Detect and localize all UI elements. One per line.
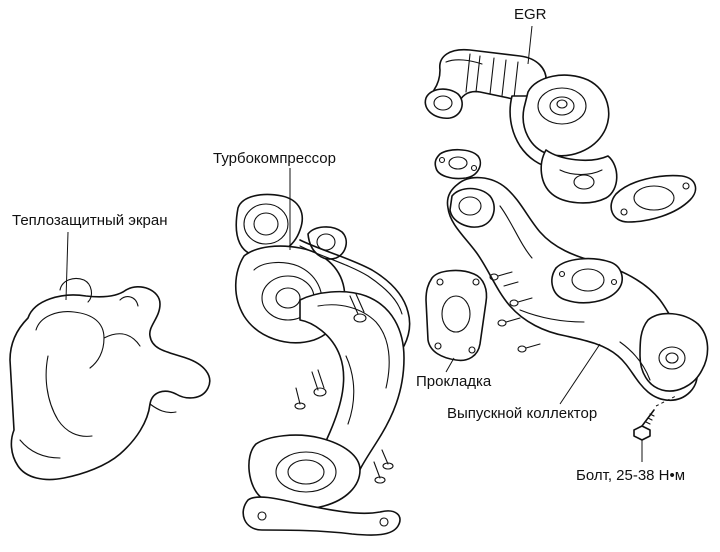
label-exhaust-manifold: Выпускной коллектор — [447, 405, 598, 422]
label-gasket: Прокладка — [416, 373, 492, 390]
egr-valve-drawing — [424, 48, 697, 223]
leader-heat-shield — [65, 231, 69, 301]
leader-exhaust-manifold — [559, 343, 601, 405]
label-egr: EGR — [514, 6, 547, 23]
leader-lines — [65, 25, 643, 462]
leader-gasket — [445, 357, 455, 373]
gasket-drawing — [425, 269, 488, 362]
label-turbocharger: Турбокомпрессор — [213, 150, 336, 167]
leader-egr — [527, 25, 533, 65]
turbocharger-drawing — [234, 193, 411, 536]
label-bolt: Болт, 25-38 Н•м — [576, 467, 686, 484]
exhaust-manifold-drawing — [446, 176, 709, 402]
bolt-drawing — [633, 395, 677, 441]
heat-shield-drawing — [9, 277, 211, 481]
label-heat-shield: Теплозащитный экран — [12, 212, 168, 229]
